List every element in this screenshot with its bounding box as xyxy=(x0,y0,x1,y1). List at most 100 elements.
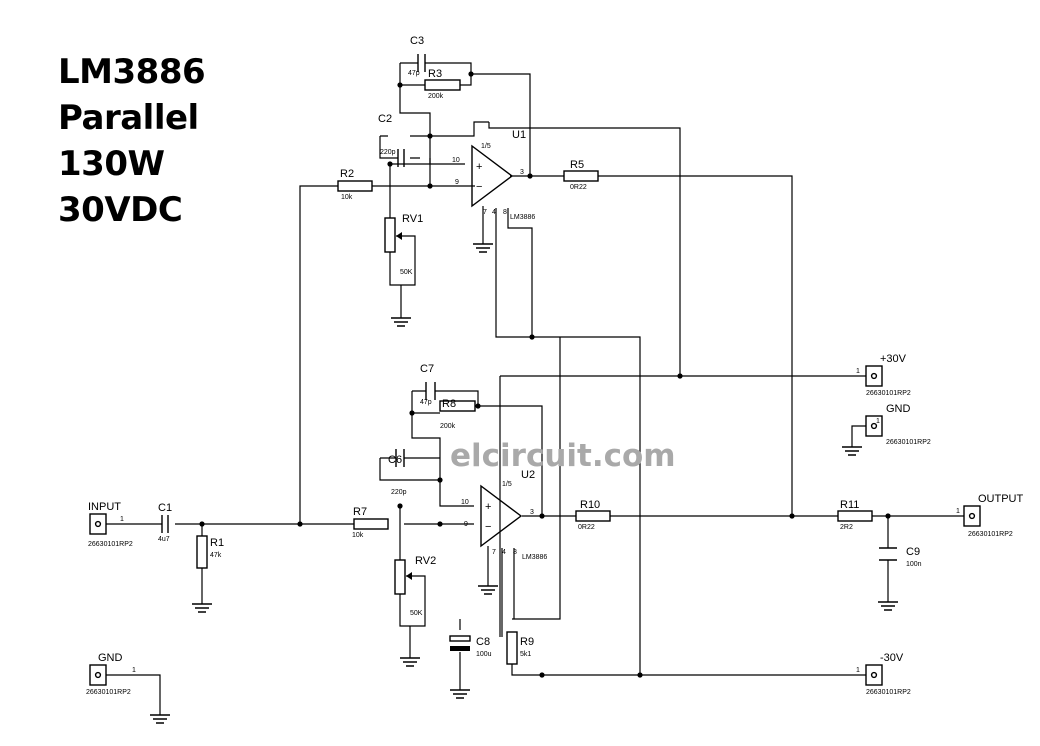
c1-value: 4u7 xyxy=(158,536,170,543)
c7-ref: C7 xyxy=(420,363,434,375)
r11-value: 2R2 xyxy=(840,524,853,531)
r9-body xyxy=(506,631,518,665)
c9-value: 100n xyxy=(906,561,922,568)
u2-opamp: U2 1/5 + − 10 9 3 7 4 8 LM3886 xyxy=(461,469,547,561)
u2-pin-c: 8 xyxy=(513,549,517,556)
u1-minus-sign: − xyxy=(476,181,482,193)
input-connector xyxy=(89,513,107,535)
c3-plates xyxy=(417,54,426,72)
input-label: INPUT xyxy=(88,501,121,513)
c3-ref: C3 xyxy=(410,35,424,47)
u2-pin-b: 4 xyxy=(502,549,506,556)
c9-ref: C9 xyxy=(906,546,920,558)
junctions xyxy=(199,71,891,678)
r10-ref: R10 xyxy=(580,499,600,511)
c6-ref: C6 xyxy=(388,454,402,466)
u1-pin-out: 3 xyxy=(520,169,524,176)
c2-ref: C2 xyxy=(378,113,392,125)
r7-body xyxy=(353,518,389,530)
gnd-left-label: GND xyxy=(98,652,123,664)
pos30-pin: 1 xyxy=(856,368,860,375)
r11-ref: R11 xyxy=(840,499,859,511)
u1-pin-a: 7 xyxy=(483,209,487,216)
r8-body xyxy=(439,400,476,412)
neg30-part: 26630101RP2 xyxy=(866,689,911,696)
r3-value: 200k xyxy=(428,93,444,100)
neg30-label: -30V xyxy=(880,652,904,664)
c9-plates xyxy=(879,547,897,561)
r5-value: 0R22 xyxy=(570,184,587,191)
r9-ref: R9 xyxy=(520,636,534,648)
title-line-1: LM3886 xyxy=(58,52,206,92)
u1-part: LM3886 xyxy=(510,214,535,221)
r7-value: 10k xyxy=(352,532,364,539)
r1-value: 47k xyxy=(210,552,222,559)
input-part: 26630101RP2 xyxy=(88,541,133,548)
r2-value: 10k xyxy=(341,194,353,201)
gnd-left-connector xyxy=(89,664,107,686)
r3-body xyxy=(424,79,461,91)
u2-pin-plus: 10 xyxy=(461,499,469,506)
title-line-3: 130W xyxy=(58,144,165,184)
u1-pin-c: 8 xyxy=(503,209,507,216)
gnd-right-pin: 1 xyxy=(876,418,880,425)
component-labels: C1 4u7 R1 47k R2 10k C2 220p C3 47p R3 2… xyxy=(158,35,922,658)
c8-ref: C8 xyxy=(476,636,490,648)
c6-plates xyxy=(395,449,405,467)
c1-plates xyxy=(161,515,169,533)
c1-ref: C1 xyxy=(158,502,172,514)
c2-plates xyxy=(397,149,405,167)
r2-ref: R2 xyxy=(340,168,354,180)
r5-body xyxy=(563,170,599,182)
u1-pin-minus: 9 xyxy=(455,179,459,186)
c3-value: 47p xyxy=(408,70,420,77)
u2-plus-sign: + xyxy=(485,501,491,513)
c7-value: 47p xyxy=(420,399,432,406)
pos30-part: 26630101RP2 xyxy=(866,390,911,397)
r5-ref: R5 xyxy=(570,159,584,171)
rv1-ref: RV1 xyxy=(402,213,423,225)
c7-plates xyxy=(425,382,436,400)
neg30-pin: 1 xyxy=(856,667,860,674)
c8-electrolytic xyxy=(449,635,471,651)
r1-ref: R1 xyxy=(210,537,224,549)
wiper-arrows xyxy=(396,232,412,580)
u1-pin-ratio: 1/5 xyxy=(481,143,491,150)
u2-pin-ratio: 1/5 xyxy=(502,481,512,488)
pos30-label: +30V xyxy=(880,353,907,365)
r3-ref: R3 xyxy=(428,68,442,80)
output-pin: 1 xyxy=(956,508,960,515)
capacitors xyxy=(161,54,897,561)
u2-pin-out: 3 xyxy=(530,509,534,516)
output-label: OUTPUT xyxy=(978,493,1024,505)
r9-value: 5k1 xyxy=(520,651,531,658)
connector-labels: INPUT 26630101RP2 1 OUTPUT 26630101RP2 1… xyxy=(86,353,1024,696)
r1-body xyxy=(196,535,208,569)
rv2-ref: RV2 xyxy=(415,555,436,567)
watermark: elcircuit.com xyxy=(450,438,676,474)
u2-minus-sign: − xyxy=(485,521,491,533)
connector-dots xyxy=(94,372,976,679)
resistors xyxy=(196,79,873,665)
u1-pin-b: 4 xyxy=(492,209,496,216)
input-pin: 1 xyxy=(120,516,124,523)
rv1-body xyxy=(384,217,396,253)
r7-ref: R7 xyxy=(353,506,367,518)
gnd-left-part: 26630101RP2 xyxy=(86,689,131,696)
u1-ref: U1 xyxy=(512,129,526,141)
r10-body xyxy=(575,510,611,522)
gnd-left-pin: 1 xyxy=(132,667,136,674)
r8-ref: R8 xyxy=(442,398,456,410)
u1-pin-plus: 10 xyxy=(452,157,460,164)
output-connector xyxy=(963,505,981,527)
rv2-body xyxy=(394,559,406,595)
gnd-right-label: GND xyxy=(886,403,911,415)
c6-value: 220p xyxy=(391,489,407,496)
u1-opamp: U1 1/5 + − 10 9 3 7 4 8 LM3886 xyxy=(452,129,535,221)
ground-symbols xyxy=(150,243,898,724)
rv1-value: 50K xyxy=(400,269,413,276)
c2-value: 220p xyxy=(380,149,396,156)
r2-body xyxy=(337,180,373,192)
rv2-value: 50K xyxy=(410,610,423,617)
